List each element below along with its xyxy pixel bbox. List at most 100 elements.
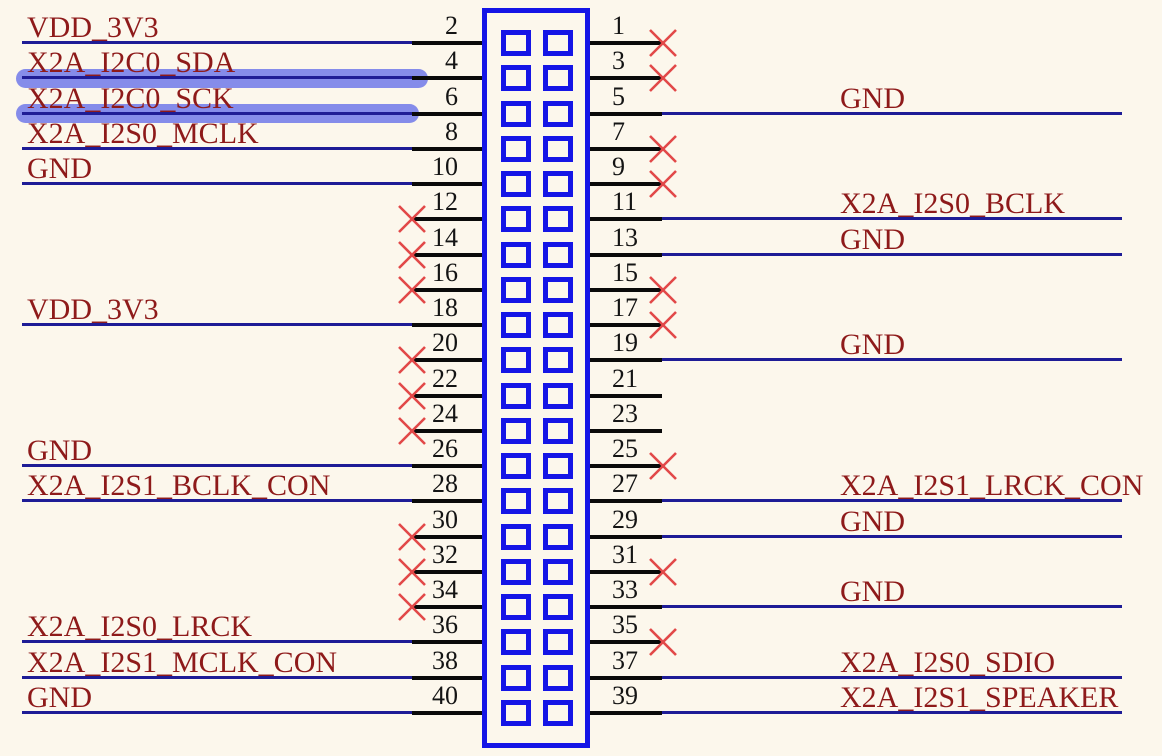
net-wire[interactable] [22,675,412,679]
pin-stub[interactable] [412,146,482,151]
net-wire[interactable] [22,640,412,644]
no-connect-x-icon[interactable] [646,132,680,166]
net-wire[interactable] [662,499,1122,503]
net-label[interactable]: GND [840,328,905,362]
no-connect-x-icon[interactable] [395,590,429,624]
pin-stub[interactable] [590,146,662,151]
no-connect-x-icon[interactable] [646,308,680,342]
pin-stub[interactable] [412,358,482,363]
net-wire[interactable] [662,675,1122,679]
pin-stub[interactable] [590,41,662,45]
net-wire[interactable] [22,76,412,80]
pin-stub[interactable] [412,428,482,433]
pin-stub[interactable] [412,499,482,504]
net-wire[interactable] [22,499,412,503]
no-connect-x-icon[interactable] [395,555,429,589]
pin-stub[interactable] [412,569,482,574]
net-label[interactable]: X2A_I2S0_MCLK [27,116,259,150]
pin-stub[interactable] [412,111,482,116]
pin-stub[interactable] [590,710,662,715]
net-label[interactable]: X2A_I2S0_LRCK [27,610,253,644]
pin-stub[interactable] [590,428,662,433]
net-label[interactable]: GND [840,222,905,256]
net-wire[interactable] [22,710,412,714]
net-label[interactable]: GND [840,575,905,609]
net-label[interactable]: X2A_I2S0_SDIO [840,645,1056,679]
no-connect-x-icon[interactable] [646,273,680,307]
no-connect-x-icon[interactable] [395,238,429,272]
pin-stub[interactable] [590,605,662,610]
net-label[interactable]: X2A_I2S1_MCLK_CON [27,645,338,679]
net-label[interactable]: GND [840,504,905,538]
pin-stub[interactable] [590,393,662,398]
net-label[interactable]: X2A_I2S1_LRCK_CON [840,469,1144,503]
pin-stub[interactable] [590,499,662,504]
no-connect-x-icon[interactable] [646,167,680,201]
no-connect-x-icon[interactable] [646,61,680,95]
net-wire[interactable] [662,217,1122,221]
pin-stub[interactable] [412,41,482,45]
connector-pad [543,629,573,656]
net-wire[interactable] [662,605,1122,609]
net-wire[interactable] [662,710,1122,714]
pin-stub[interactable] [412,464,482,469]
pin-stub[interactable] [590,182,662,187]
no-connect-x-icon[interactable] [646,555,680,589]
no-connect-x-icon[interactable] [395,414,429,448]
net-label[interactable]: X2A_I2C0_SCK [27,81,234,115]
net-wire[interactable] [22,182,412,186]
pin-stub[interactable] [412,323,482,328]
pin-stub[interactable] [590,252,662,257]
net-wire[interactable] [22,323,412,327]
pin-stub[interactable] [590,534,662,539]
net-wire[interactable] [662,252,1122,256]
pin-stub[interactable] [412,182,482,187]
pin-stub[interactable] [412,217,482,222]
pin-stub[interactable] [590,217,662,222]
net-label[interactable]: VDD_3V3 [27,11,159,44]
pin-stub[interactable] [590,323,662,328]
net-label[interactable]: X2A_I2C0_SDA [27,46,236,80]
pin-stub[interactable] [590,358,662,363]
net-wire[interactable] [662,534,1122,538]
pin-stub[interactable] [590,569,662,574]
net-wire[interactable] [22,41,412,44]
net-wire[interactable] [662,358,1122,362]
pin-stub[interactable] [590,111,662,116]
pin-stub[interactable] [590,76,662,81]
pin-stub[interactable] [412,640,482,645]
pin-stub[interactable] [412,675,482,680]
pin-stub[interactable] [412,76,482,81]
no-connect-x-icon[interactable] [395,379,429,413]
pin-stub[interactable] [412,605,482,610]
connector-body[interactable] [482,8,590,748]
pin-stub[interactable] [590,464,662,469]
net-label[interactable]: GND [840,81,905,115]
net-wire[interactable] [662,111,1122,115]
pin-stub[interactable] [590,640,662,645]
no-connect-x-icon[interactable] [395,202,429,236]
pin-stub[interactable] [590,287,662,292]
pin-stub[interactable] [412,534,482,539]
net-label[interactable]: X2A_I2S1_SPEAKER [840,680,1119,714]
net-wire[interactable] [22,111,412,115]
net-label[interactable]: GND [27,434,92,468]
net-label[interactable]: X2A_I2S0_BCLK [840,187,1066,221]
pin-stub[interactable] [412,710,482,715]
no-connect-x-icon[interactable] [395,520,429,554]
net-label[interactable]: GND [27,152,92,186]
net-label[interactable]: VDD_3V3 [27,293,159,327]
no-connect-x-icon[interactable] [395,343,429,377]
net-wire[interactable] [22,464,412,468]
no-connect-x-icon[interactable] [395,273,429,307]
pin-stub[interactable] [590,675,662,680]
pin-stub[interactable] [412,287,482,292]
no-connect-x-icon[interactable] [646,625,680,659]
no-connect-x-icon[interactable] [646,449,680,483]
net-label[interactable]: GND [27,680,92,714]
no-connect-x-icon[interactable] [646,26,680,60]
net-wire[interactable] [22,146,412,150]
pin-stub[interactable] [412,252,482,257]
net-label[interactable]: X2A_I2S1_BCLK_CON [27,469,331,503]
pin-stub[interactable] [412,393,482,398]
